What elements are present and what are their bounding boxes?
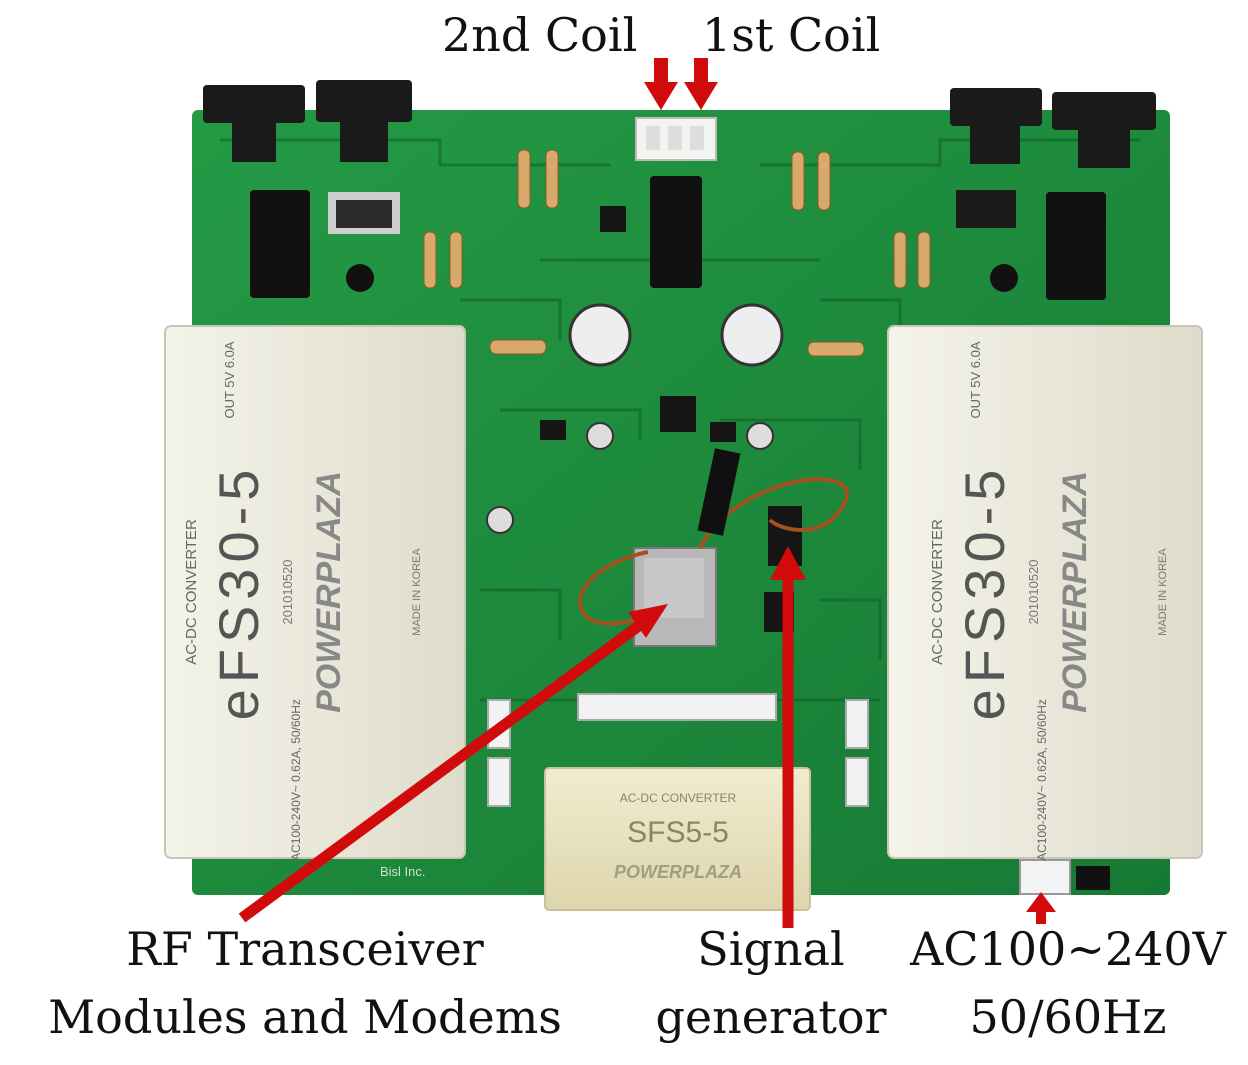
coil-arrows bbox=[644, 58, 718, 110]
label-ac-line2: 50/60Hz bbox=[969, 990, 1167, 1044]
converter-module-bottom: SFS5-5 AC-DC CONVERTER POWERPLAZA bbox=[544, 767, 811, 911]
relays bbox=[250, 176, 1106, 300]
label-signal-line2: generator bbox=[655, 990, 887, 1044]
signal-arrow bbox=[770, 546, 806, 928]
ribbon-connector bbox=[577, 693, 777, 721]
module-left-output: OUT 5V 6.0A bbox=[222, 341, 237, 418]
ac-connector bbox=[1019, 859, 1071, 895]
module-left-origin: MADE IN KOREA bbox=[411, 548, 423, 636]
capacitors bbox=[346, 264, 1018, 534]
ac-arrow bbox=[1026, 892, 1056, 924]
power-transistors bbox=[203, 80, 1156, 234]
label-1st-coil: 1st Coil bbox=[702, 8, 881, 62]
module-left-brand: POWERPLAZA bbox=[310, 471, 348, 713]
converter-module-right: eFS30-5 POWERPLAZA AC-DC CONVERTER 20101… bbox=[887, 325, 1203, 861]
module-right-output: OUT 5V 6.0A bbox=[968, 341, 983, 418]
rf-arrow bbox=[238, 604, 668, 923]
resistors bbox=[423, 149, 931, 357]
arrow-1st-coil bbox=[684, 58, 718, 110]
board-maker: Bisl Inc. bbox=[380, 864, 426, 879]
module-left-date: 201010520 bbox=[280, 559, 295, 624]
module-right-type: AC-DC CONVERTER bbox=[929, 519, 946, 665]
module-bottom-brand: POWERPLAZA bbox=[614, 862, 742, 882]
black-tape bbox=[697, 448, 741, 536]
module-bottom-model: SFS5-5 bbox=[627, 816, 729, 849]
ics bbox=[540, 206, 802, 632]
coil-connector bbox=[635, 117, 717, 161]
antenna-wire bbox=[578, 477, 850, 626]
module-bottom-type: AC-DC CONVERTER bbox=[620, 791, 737, 805]
module-right-brand: POWERPLAZA bbox=[1056, 471, 1094, 713]
module-right-origin: MADE IN KOREA bbox=[1157, 548, 1169, 636]
converter-module-left: eFS30-5 POWERPLAZA AC-DC CONVERTER 20101… bbox=[164, 325, 466, 861]
module-right-input: AC100-240V~ 0.62A, 50/60Hz bbox=[1035, 699, 1049, 861]
module-left-type: AC-DC CONVERTER bbox=[183, 519, 200, 665]
label-2nd-coil: 2nd Coil bbox=[442, 8, 638, 62]
module-left-input: AC100-240V~ 0.62A, 50/60Hz bbox=[289, 699, 303, 861]
label-rf-line2: Modules and Modems bbox=[48, 990, 562, 1044]
label-rf-line1: RF Transceiver bbox=[126, 922, 484, 976]
arrow-2nd-coil bbox=[644, 58, 678, 110]
module-right-model: eFS30-5 bbox=[953, 464, 1016, 721]
label-ac-line1: AC100~240V bbox=[910, 922, 1226, 976]
module-left-model: eFS30-5 bbox=[207, 464, 270, 721]
module-right-date: 201010520 bbox=[1026, 559, 1041, 624]
label-signal-line1: Signal bbox=[697, 922, 845, 976]
